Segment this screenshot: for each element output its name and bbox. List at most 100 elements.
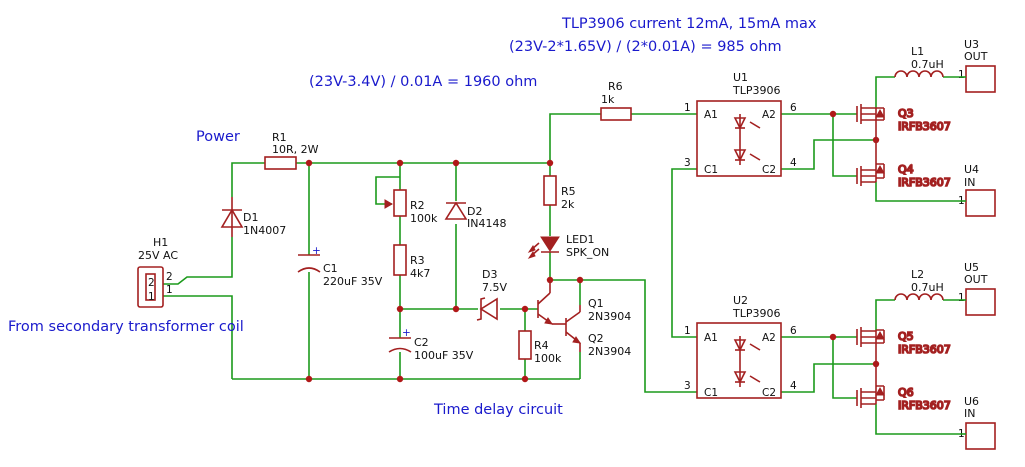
resistor-r6: R6 1k — [600, 80, 632, 121]
q4-value: IRFB3607 — [898, 176, 951, 189]
u1-pin3: 3 — [684, 157, 691, 169]
u6-value: IN — [964, 407, 975, 420]
q5-ref: Q5 — [898, 330, 914, 343]
inductor-l2: L2 0.7uH — [894, 268, 944, 301]
u1-c2: C2 — [762, 164, 776, 176]
q5-value: IRFB3607 — [898, 343, 951, 356]
zener-d3: D3 7.5V — [476, 268, 507, 321]
resistor-calc-1960: (23V-3.4V) / 0.01A = 1960 ohm — [309, 74, 537, 90]
u2-pin3: 3 — [684, 380, 691, 392]
mosfet-q3: Q3 IRFB3607 — [856, 104, 952, 140]
r5-value: 2k — [561, 198, 575, 211]
u1-pin4: 4 — [790, 157, 797, 169]
u6-ref: U6 — [964, 395, 979, 408]
r2-value: 100k — [410, 212, 438, 225]
optocoupler-u2: U2 TLP3906 A1 A2 C1 C2 1 3 6 4 — [684, 294, 797, 399]
q6-value: IRFB3607 — [898, 399, 951, 412]
u2-pin1: 1 — [684, 325, 691, 337]
transistor-q1: Q1 2N3904 — [537, 280, 631, 325]
d2-value: IN4148 — [467, 217, 506, 230]
diode-d1: D1 1N4007 — [220, 197, 286, 237]
capacitor-c1: + C1 220uF 35V — [297, 245, 383, 288]
r3-value: 4k7 — [410, 267, 430, 280]
r6-value: 1k — [601, 93, 615, 106]
led1-value: SPK_ON — [566, 246, 609, 259]
r4-value: 100k — [534, 352, 562, 365]
d2-ref: D2 — [467, 205, 482, 218]
u2-pin6: 6 — [790, 325, 797, 337]
u2-ref: U2 — [733, 294, 748, 307]
r1-value: 10R, 2W — [272, 143, 319, 156]
transistor-q2: Q2 2N3904 — [552, 305, 631, 358]
r5-ref: R5 — [561, 185, 576, 198]
c2-ref: C2 — [414, 336, 429, 349]
power-label: Power — [196, 129, 240, 145]
u1-a1: A1 — [704, 109, 718, 121]
u1-value: TLP3906 — [732, 84, 780, 97]
u4-ref: U4 — [964, 163, 979, 176]
u1-pin6: 6 — [790, 102, 797, 114]
u2-pin4: 4 — [790, 380, 797, 392]
mosfet-q4: Q4 IRFB3607 — [856, 140, 952, 190]
q1-value: 2N3904 — [588, 310, 631, 323]
c1-polarity: + — [312, 245, 321, 257]
u3-ref: U3 — [964, 38, 979, 51]
time-delay-label: Time delay circuit — [433, 402, 563, 418]
q1-ref: Q1 — [588, 297, 604, 310]
q3-value: IRFB3607 — [898, 120, 951, 133]
secondary-coil-label: From secondary transformer coil — [8, 319, 244, 335]
d1-ref: D1 — [243, 211, 258, 224]
terminal-u5: U5 OUT 1 — [958, 261, 996, 316]
u2-c1: C1 — [704, 387, 718, 399]
d3-value: 7.5V — [482, 281, 507, 294]
u5-value: OUT — [964, 273, 988, 286]
led1-ref: LED1 — [566, 233, 595, 246]
h1-ref: H1 — [153, 236, 168, 249]
r6-ref: R6 — [608, 80, 623, 93]
u1-ref: U1 — [733, 71, 748, 84]
tlp-current-note: TLP3906 current 12mA, 15mA max — [561, 16, 817, 32]
u2-value: TLP3906 — [732, 307, 780, 320]
h1-pin1-num: 1 — [166, 284, 173, 296]
resistor-r1: R1 10R, 2W — [264, 131, 319, 170]
c1-ref: C1 — [323, 262, 338, 275]
q6-ref: Q6 — [898, 386, 914, 399]
terminal-u4: U4 IN 1 — [958, 163, 996, 217]
u4-value: IN — [964, 176, 975, 189]
u1-pin1: 1 — [684, 102, 691, 114]
u2-a2: A2 — [762, 332, 776, 344]
h1-value: 25V AC — [138, 249, 178, 262]
d3-ref: D3 — [482, 268, 497, 281]
l1-value: 0.7uH — [911, 58, 944, 71]
resistor-r5: R5 2k — [543, 175, 576, 211]
resistor-calc-985: (23V-2*1.65V) / (2*0.01A) = 985 ohm — [509, 39, 782, 55]
u5-pin: 1 — [958, 292, 965, 304]
l2-value: 0.7uH — [911, 281, 944, 294]
r2-ref: R2 — [410, 199, 425, 212]
c2-polarity: + — [402, 327, 411, 339]
u3-value: OUT — [964, 50, 988, 63]
u2-a1: A1 — [704, 332, 718, 344]
q4-ref: Q4 — [898, 163, 914, 176]
c2-value: 100uF 35V — [414, 349, 474, 362]
u1-a2: A2 — [762, 109, 776, 121]
inductor-l1: L1 0.7uH — [894, 45, 944, 78]
diode-d2: D2 IN4148 — [444, 201, 506, 230]
r4-ref: R4 — [534, 339, 549, 352]
capacitor-c2: + C2 100uF 35V — [388, 327, 474, 362]
u1-c1: C1 — [704, 164, 718, 176]
terminal-u3: U3 OUT 1 — [958, 38, 996, 93]
u2-c2: C2 — [762, 387, 776, 399]
terminal-u6: U6 IN 1 — [958, 395, 996, 450]
potentiometer-r2: R2 100k — [384, 189, 438, 225]
l1-ref: L1 — [911, 45, 924, 58]
d1-value: 1N4007 — [243, 224, 286, 237]
r3-ref: R3 — [410, 254, 425, 267]
led-led1: LED1 SPK_ON — [527, 233, 609, 259]
mosfet-q5: Q5 IRFB3607 — [856, 327, 952, 364]
h1-pin2: 2 — [148, 277, 155, 289]
resistor-r4: R4 100k — [518, 330, 562, 365]
u5-ref: U5 — [964, 261, 979, 274]
c1-value: 220uF 35V — [323, 275, 383, 288]
